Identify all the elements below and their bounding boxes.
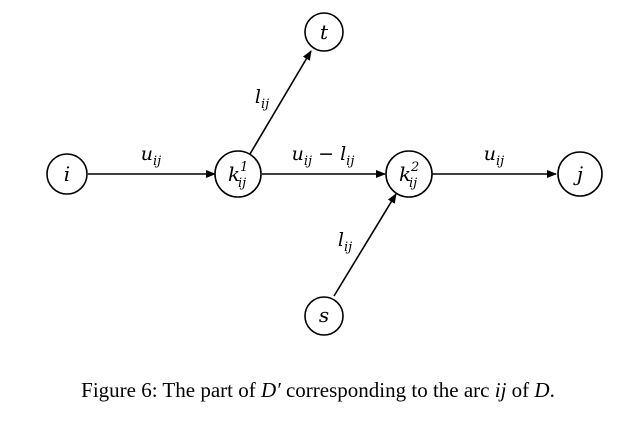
edge-k1-to-k2: uij − lij xyxy=(262,143,386,178)
svg-text:k: k xyxy=(228,162,240,186)
node-t: t xyxy=(304,12,344,52)
edge-s-to-k2: lij xyxy=(333,193,397,297)
svg-text:i: i xyxy=(64,162,70,186)
svg-text:s: s xyxy=(319,303,329,327)
edge-k2-to-j: uij xyxy=(432,143,557,178)
svg-text:2: 2 xyxy=(410,160,419,175)
caption-dprime: D′ xyxy=(260,378,281,402)
node-k1: k 1 ij xyxy=(214,150,262,198)
svg-text:t: t xyxy=(320,20,329,44)
svg-text:ij: ij xyxy=(238,176,246,191)
node-i: i xyxy=(46,153,88,195)
edge-label-k2-j: uij xyxy=(484,143,504,169)
svg-text:ij: ij xyxy=(409,176,417,191)
edge-i-to-k1: uij xyxy=(88,143,216,178)
figure-caption: Figure 6: The part of D′ corresponding t… xyxy=(0,378,636,403)
caption-prefix: Figure 6: The part of xyxy=(81,378,261,402)
svg-text:k: k xyxy=(399,162,411,186)
node-j: j xyxy=(557,151,603,197)
caption-d: D xyxy=(534,378,550,402)
caption-middle: corresponding to the arc xyxy=(280,378,495,402)
node-k2: k 2 ij xyxy=(385,150,433,198)
edge-label-i-k1: uij xyxy=(141,143,161,169)
edge-label-s-k2: lij xyxy=(338,229,352,255)
edge-label-k1-t: lij xyxy=(255,86,269,112)
caption-arc: ij xyxy=(494,378,507,402)
edge-k1-to-t: lij xyxy=(249,50,312,155)
caption-of: of xyxy=(506,378,535,402)
caption-end: . xyxy=(549,378,555,402)
node-s: s xyxy=(304,296,344,336)
svg-text:j: j xyxy=(573,162,583,186)
svg-text:1: 1 xyxy=(240,160,248,175)
edge-label-k1-k2: uij − lij xyxy=(292,143,355,169)
